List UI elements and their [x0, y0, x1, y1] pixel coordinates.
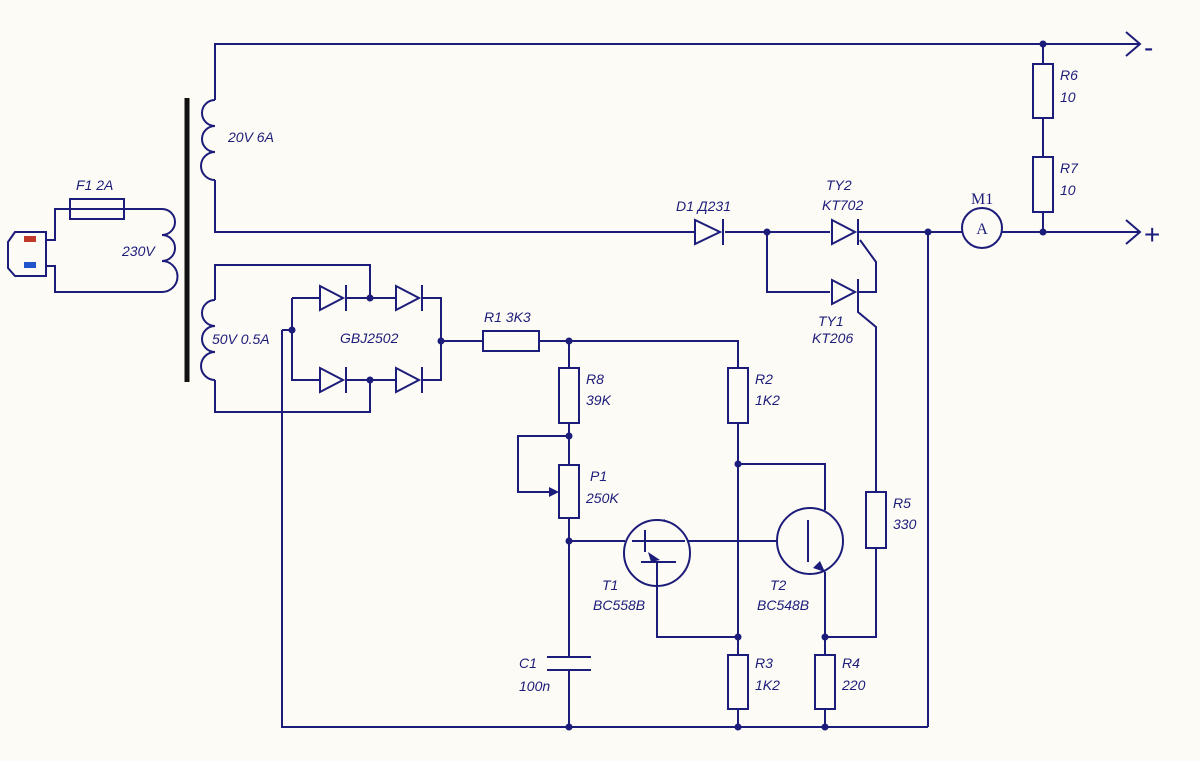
label-r6-ref: R6: [1060, 67, 1078, 83]
resistor-r3: R3 1K2: [727, 654, 780, 710]
label-r8-ref: R8: [586, 371, 604, 387]
thyristor-ty2: TY2 KT702: [822, 177, 863, 246]
ammeter-symbol: A: [976, 221, 988, 238]
secondary-winding-2: [200, 299, 216, 381]
label-bridge: GBJ2502: [340, 330, 399, 346]
label-secondary-1: 20V 6A: [227, 129, 274, 145]
terminal-plus-label: +: [1144, 219, 1160, 250]
thyristor-ty1: TY1 KT206: [812, 278, 859, 346]
bridge-diode-4: [395, 366, 423, 394]
label-p1-ref: P1: [590, 468, 607, 484]
label-p1-value: 250K: [585, 490, 619, 506]
t2-emitter-arrow: [813, 561, 825, 572]
plug-body: [7, 231, 47, 277]
plug-neutral-pin: [24, 262, 36, 268]
label-ty1-value: KT206: [812, 330, 853, 346]
diode-d1: D1 Д231: [676, 198, 731, 246]
label-r2-value: 1K2: [755, 392, 780, 408]
bridge-rectifier: GBJ2502: [319, 284, 423, 394]
label-ty2-value: KT702: [822, 197, 863, 213]
label-d1: D1 Д231: [676, 198, 731, 214]
label-r3-value: 1K2: [755, 677, 780, 693]
label-f1: F1 2A: [76, 177, 113, 193]
label-r1: R1 3K3: [484, 309, 531, 325]
capacitor-c1: C1 100n: [519, 655, 591, 694]
label-ty2-ref: TY2: [826, 177, 852, 193]
label-t2-value: BC548B: [757, 597, 809, 613]
label-m1: M1: [971, 191, 993, 208]
junction-dots: [288, 40, 1047, 731]
bridge-diode-2: [395, 284, 423, 312]
ammeter-m1: A M1: [961, 191, 1003, 249]
resistor-r6: R6 10: [1032, 63, 1078, 119]
label-r2-ref: R2: [755, 371, 773, 387]
transistor-t1: T1 BC558B: [593, 519, 691, 613]
label-r5-value: 330: [893, 516, 917, 532]
transistor-t2: T2 BC548B: [757, 507, 844, 613]
resistor-r4: R4 220: [814, 654, 866, 710]
bridge-diode-1: [319, 284, 347, 312]
label-r3-ref: R3: [755, 655, 773, 671]
primary-winding: [161, 208, 179, 293]
potentiometer-p1: P1 250K: [549, 464, 619, 519]
power-plug: [7, 231, 47, 277]
label-r4-value: 220: [841, 677, 866, 693]
label-t1-ref: T1: [602, 577, 618, 593]
label-c1-ref: C1: [519, 655, 537, 671]
secondary-winding-1: [200, 99, 216, 181]
t1-emitter-arrow: [648, 552, 660, 562]
resistor-r8: R8 39K: [558, 367, 612, 424]
label-t1-value: BC558B: [593, 597, 645, 613]
plug-live-pin: [24, 236, 36, 242]
resistor-r1: R1 3K3: [482, 309, 540, 352]
resistor-r5: R5 330: [865, 491, 917, 549]
terminal-minus-label: -: [1144, 32, 1153, 63]
label-r7-value: 10: [1060, 182, 1076, 198]
label-r8-value: 39K: [586, 392, 612, 408]
label-r6-value: 10: [1060, 89, 1076, 105]
label-t2-ref: T2: [770, 577, 787, 593]
terminal-minus: -: [1125, 31, 1153, 63]
label-secondary-2: 50V 0.5A: [212, 331, 270, 347]
label-c1-value: 100n: [519, 678, 550, 694]
terminal-plus: +: [1125, 219, 1160, 250]
fuse-f1: F1 2A: [69, 177, 125, 220]
label-r5-ref: R5: [893, 495, 911, 511]
resistor-r2: R2 1K2: [727, 367, 780, 424]
label-primary: 230V: [121, 243, 156, 259]
bridge-diode-3: [319, 366, 347, 394]
wiper-arrow: [549, 487, 559, 497]
label-ty1-ref: TY1: [818, 313, 844, 329]
transformer: 230V 20V 6A 50V 0.5A: [121, 98, 274, 382]
resistor-r7: R7 10: [1032, 156, 1079, 213]
label-r4-ref: R4: [842, 655, 860, 671]
label-r7-ref: R7: [1060, 160, 1079, 176]
